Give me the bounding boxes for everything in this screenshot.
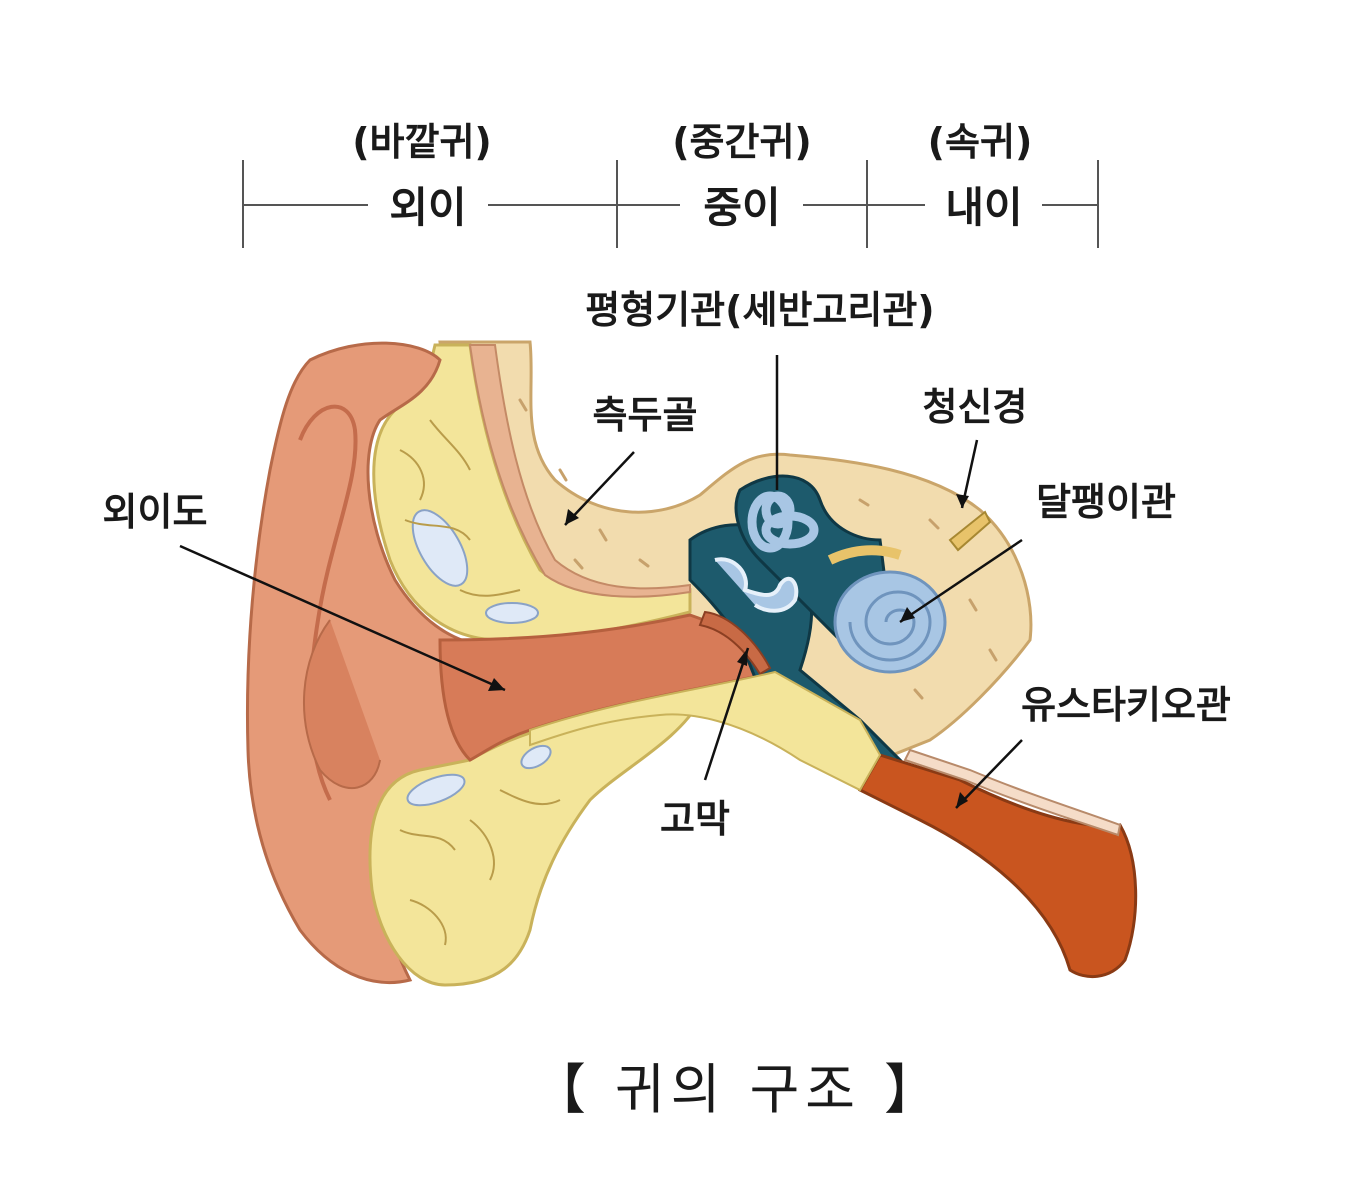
- ear-canal-leader: [179, 544, 506, 692]
- eardrum: [698, 610, 772, 676]
- eustachian-leader: [955, 739, 1023, 809]
- middle-ear-label: 중이: [703, 183, 780, 232]
- cavity-lower-1: [406, 773, 466, 807]
- auditory-nerve: [948, 510, 992, 552]
- cochlea-leader: [899, 538, 1023, 624]
- ear-illustration: [245, 340, 1138, 987]
- cochlea-label: 달팽이관: [1036, 480, 1176, 524]
- bone-cortex-band: [468, 344, 691, 598]
- cartilage-veins-upper: [399, 419, 521, 597]
- cavity-upper-1: [411, 509, 469, 587]
- ossicles: [714, 557, 799, 613]
- leader-arrowheads: [488, 494, 969, 808]
- outer-ear-sublabel: (바깥귀): [352, 120, 492, 164]
- cochlea: [827, 545, 947, 674]
- middle-ear-sublabel: (중간귀): [672, 120, 812, 164]
- cavity-lower-2: [520, 744, 552, 770]
- lower-bone-strip: [529, 670, 882, 792]
- semicircular-canals: [747, 491, 819, 553]
- eustachian-tube: [857, 753, 1138, 979]
- inner-ear-label: 내이: [945, 183, 1022, 232]
- outer-ear-label: 외이: [389, 183, 466, 232]
- auricle-concha: [303, 619, 381, 789]
- region-ruler: [242, 160, 1099, 248]
- inner-ear-sublabel: (속귀): [928, 120, 1033, 164]
- cartilage-veins-lower: [399, 789, 561, 946]
- eardrum-label: 고막: [660, 797, 730, 841]
- bone-texture: [518, 398, 998, 700]
- temporal-bone-leader: [564, 451, 635, 526]
- eustachian-label: 유스타키오관: [1021, 683, 1231, 727]
- vestibular-label: 평형기관(세반고리관): [585, 288, 934, 332]
- eustachian-tube-lining: [903, 748, 1122, 837]
- auditory-nerve-label: 청신경: [923, 385, 1028, 429]
- diagram-title: 【 귀의 구조 】: [532, 1058, 944, 1121]
- eardrum-leader: [703, 647, 750, 781]
- temporal-bone-label: 측두골: [593, 393, 698, 437]
- ear-canal-label: 외이도: [103, 490, 208, 534]
- cavity-upper-2: [485, 602, 539, 624]
